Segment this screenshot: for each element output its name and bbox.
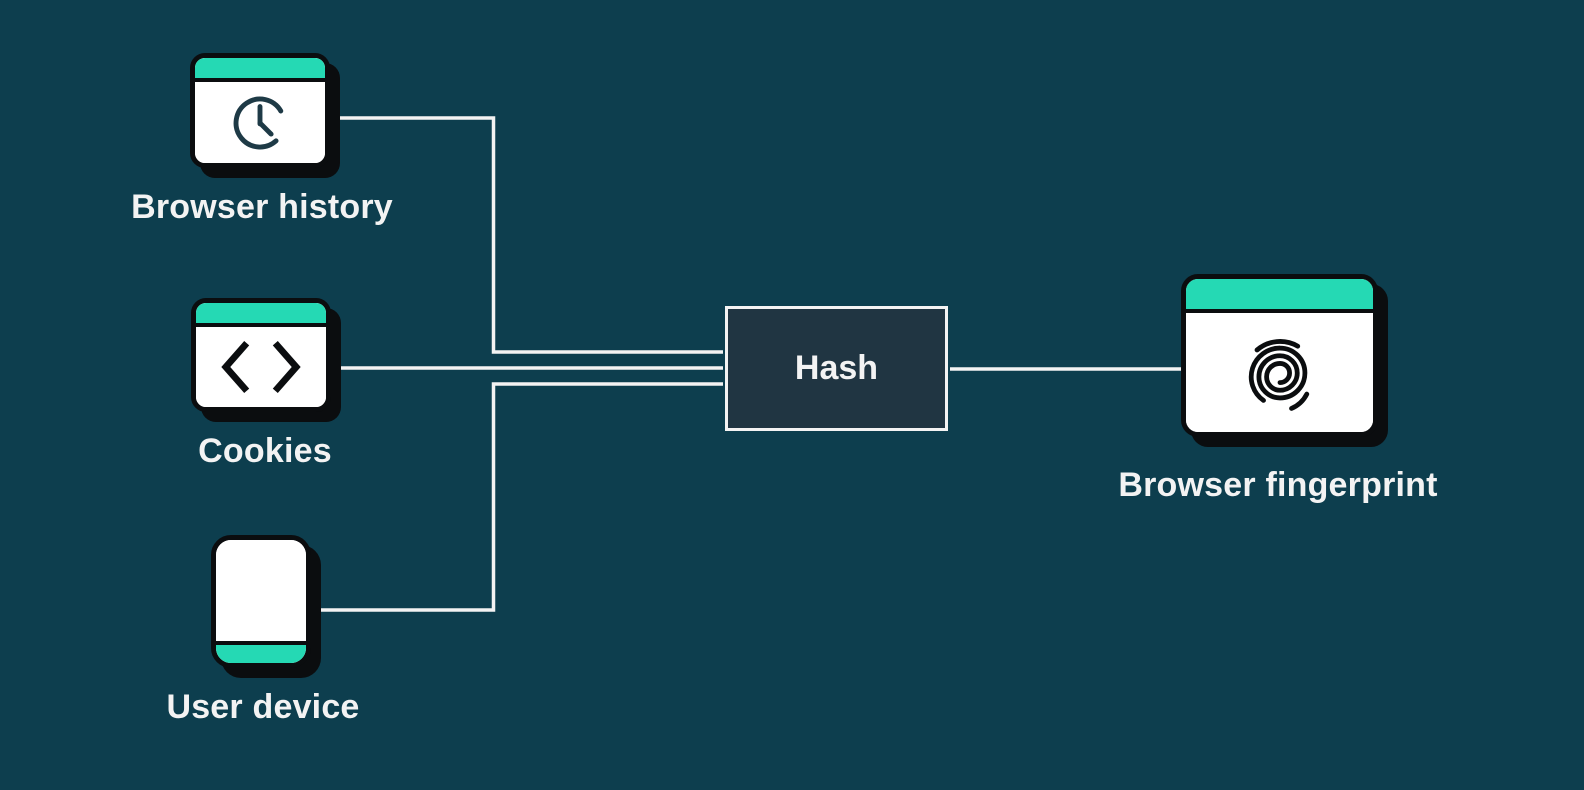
connector-user-device-to-hash xyxy=(305,382,723,612)
window-body xyxy=(196,327,326,407)
hash-label: Hash xyxy=(794,349,879,387)
fingerprint-icon xyxy=(1248,338,1309,411)
window-body xyxy=(195,82,325,163)
window-titlebar xyxy=(195,58,325,82)
cookies-label: Cookies xyxy=(198,432,332,470)
device-screen xyxy=(216,540,306,641)
cookies-node xyxy=(191,298,331,412)
hash-node: Hash xyxy=(725,306,948,431)
clock-icon xyxy=(233,96,284,149)
browser-fingerprint-label: Browser fingerprint xyxy=(1118,466,1438,504)
connector-browser-history-to-hash xyxy=(322,116,723,354)
code-brackets-icon xyxy=(221,340,301,394)
browser-fingerprint-node xyxy=(1181,274,1378,437)
browser-history-node xyxy=(190,53,330,168)
window-body xyxy=(1186,313,1373,432)
user-device-label: User device xyxy=(166,688,360,726)
browser-history-label: Browser history xyxy=(131,188,393,226)
device-homebar xyxy=(216,641,306,663)
window-titlebar xyxy=(1186,279,1373,313)
window-titlebar xyxy=(196,303,326,327)
mobile-device-icon xyxy=(211,535,311,668)
